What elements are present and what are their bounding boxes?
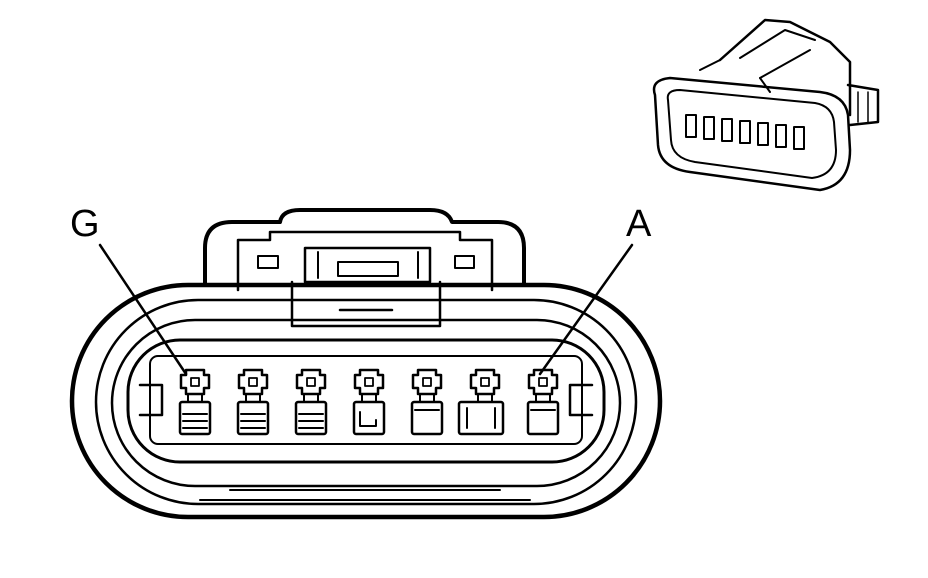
terminal-cavity [457, 368, 505, 436]
cavity-frame [126, 338, 606, 464]
side-key-left [138, 383, 164, 417]
inset-pins [685, 114, 805, 150]
latch-slot [337, 261, 399, 277]
terminal-cavity [526, 368, 560, 436]
latch-window [303, 246, 432, 284]
side-key-right [568, 383, 594, 417]
leader-line-g [98, 243, 188, 376]
locking-tab-inner [236, 230, 494, 292]
leader-line-a [538, 243, 634, 376]
terminal-cavity [294, 368, 328, 436]
connector-shell-outer [69, 282, 663, 520]
terminal-cavity [236, 368, 270, 436]
terminal-cavity [352, 368, 386, 436]
pin-label-g: G [70, 203, 100, 245]
connector-isometric-inset [652, 18, 880, 192]
connector-shell-mid [94, 298, 638, 506]
terminal-cavities [178, 368, 560, 436]
connector-shell-inner [110, 318, 622, 488]
terminal-cavity [410, 368, 444, 436]
locking-tab-outline [203, 208, 526, 287]
pin-label-a: A [626, 203, 652, 245]
cavity-window [149, 355, 583, 445]
terminal-cavity [178, 368, 212, 436]
connector-front-view [69, 208, 663, 520]
